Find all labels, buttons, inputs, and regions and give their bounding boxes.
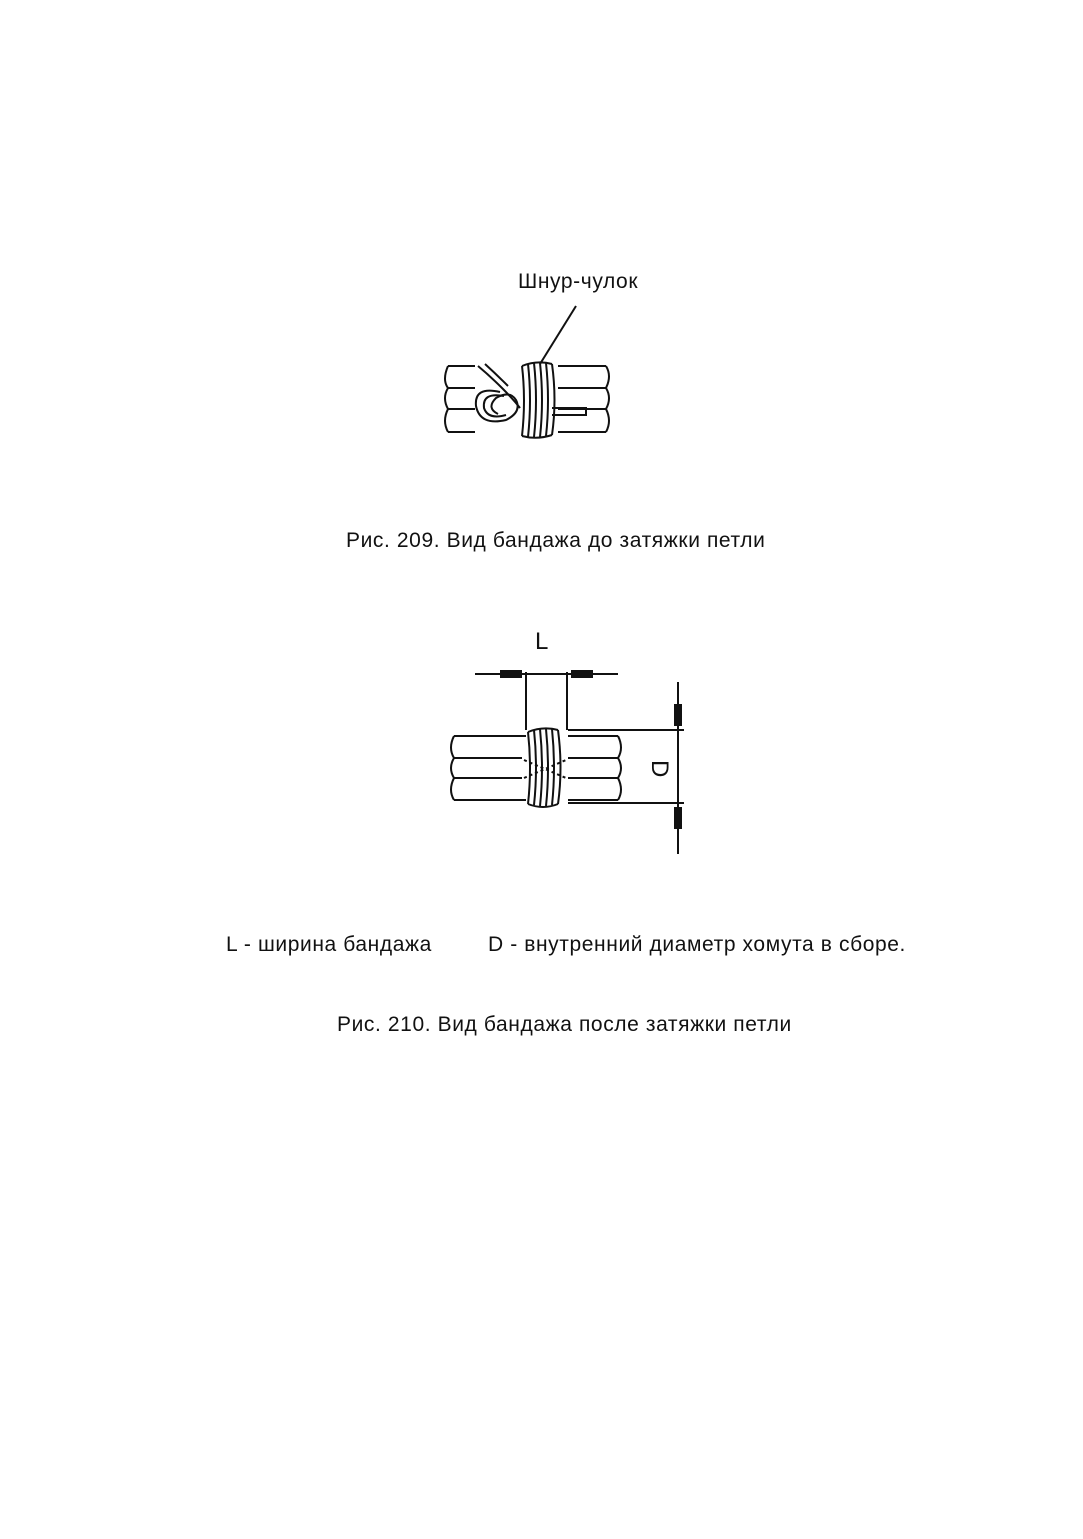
figure-210-caption: Рис. 210. Вид бандажа после затяжки петл… [337, 1013, 792, 1036]
legend-width: L - ширина бандажа [226, 933, 432, 956]
diameter-dimension-label: D [645, 760, 673, 778]
cord-stocking-label: Шнур-чулок [518, 270, 639, 293]
figure-209-caption: Рис. 209. Вид бандажа до затяжки петли [346, 529, 766, 552]
figure-209-drawing [444, 305, 610, 439]
legend-diameter: D - внутренний диаметр хомута в сборе. [488, 933, 906, 956]
figure-210-drawing [450, 670, 684, 854]
width-dimension-label: L [535, 628, 549, 655]
